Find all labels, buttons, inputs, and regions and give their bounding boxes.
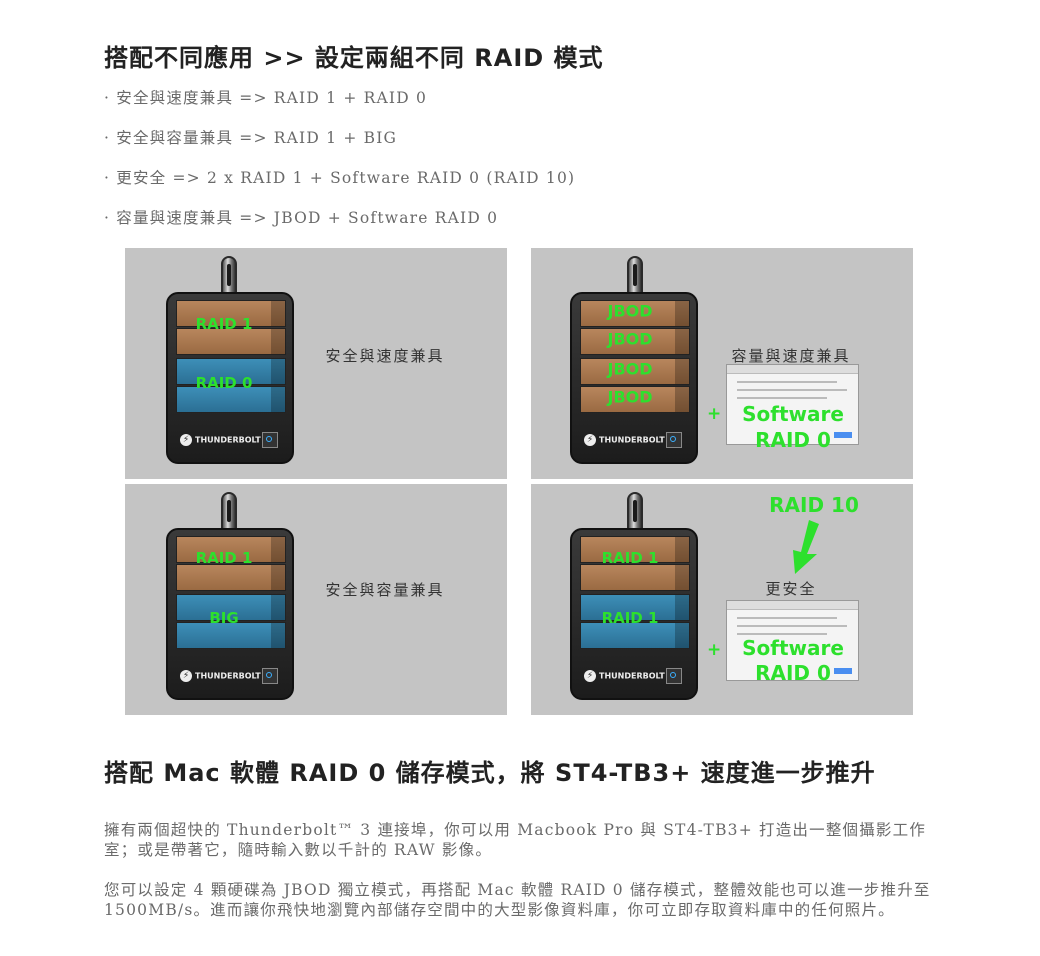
raid-label: RAID 1 [195,315,253,333]
software-label: Software [742,402,844,426]
jbod-label: JBOD [607,387,653,407]
paragraph-thunderbolt: 擁有兩個超快的 Thunderbolt™ 3 連接埠，你可以用 Macbook … [104,821,927,859]
bullet-capacity-safety: · 安全與容量兼具 => RAID 1 + BIG [104,129,398,147]
drive-bay [176,536,286,563]
power-icon [666,432,682,448]
software-label: Software [742,636,844,660]
brand-label: THUNDERBOLT [195,671,261,681]
brand-label: THUNDERBOLT [599,671,665,681]
raid-label: RAID 1 [601,609,659,627]
thunderbolt-logo: ⚡THUNDERBOLT [180,670,261,682]
bolt-icon: ⚡ [584,434,596,446]
drive-bay [580,328,690,355]
panel-caption: 安全與速度兼具 [325,347,445,365]
section-heading-raid-modes: 搭配不同應用 >> 設定兩組不同 RAID 模式 [104,44,604,72]
panel-caption: 安全與容量兼具 [325,581,445,599]
raid-label: RAID 0 [755,428,831,452]
brand-label: THUNDERBOLT [195,435,261,445]
bolt-icon: ⚡ [180,434,192,446]
power-icon [262,432,278,448]
raid-label: RAID 0 [195,374,253,392]
power-icon [666,668,682,684]
drive-bay [176,358,286,385]
drive-bay [176,594,286,621]
drive-bay [176,564,286,591]
raid-panel-speed-safety: ⚡THUNDERBOLT RAID 1 RAID 0 安全與速度兼具 [125,248,507,479]
panel-caption: 更安全 [765,580,817,598]
power-icon [262,668,278,684]
bullet-capacity-speed: · 容量與速度兼具 => JBOD + Software RAID 0 [104,209,499,227]
brand-label: THUNDERBOLT [599,435,665,445]
down-arrow-icon [793,520,819,574]
drive-bay [176,328,286,355]
drive-bay [580,564,690,591]
drive-bay [580,300,690,327]
drive-bay [580,622,690,649]
device-handle [627,492,643,534]
bolt-icon: ⚡ [180,670,192,682]
device-handle [221,492,237,534]
plus-sign: + [707,640,722,660]
storage-device: ⚡THUNDERBOLT [570,528,698,700]
thunderbolt-logo: ⚡THUNDERBOLT [180,434,261,446]
storage-device: ⚡THUNDERBOLT [166,528,294,700]
disk-utility-dialog [726,600,859,681]
thunderbolt-logo: ⚡THUNDERBOLT [584,670,665,682]
raid-label: RAID 0 [755,661,831,685]
drive-bay [176,300,286,327]
raid-label: RAID 1 [601,549,659,567]
raid-panel-capacity-speed: ⚡THUNDERBOLT JBOD JBOD JBOD JBOD 容量與速度兼具… [531,248,913,479]
bullet-speed-safety: · 安全與速度兼具 => RAID 1 + RAID 0 [104,89,428,107]
bullet-more-safe: · 更安全 => 2 x RAID 1 + Software RAID 0 (R… [104,169,576,187]
drive-bay [580,536,690,563]
jbod-label: JBOD [607,329,653,349]
raid-label: RAID 1 [195,549,253,567]
thunderbolt-logo: ⚡THUNDERBOLT [584,434,665,446]
raid-panel-more-safe: ⚡THUNDERBOLT RAID 1 RAID 1 RAID 10 更安全 +… [531,484,913,715]
drive-bay [176,622,286,649]
storage-device: ⚡THUNDERBOLT [570,292,698,464]
panel-caption: 容量與速度兼具 [731,347,851,365]
big-label: BIG [209,609,239,627]
jbod-label: JBOD [607,359,653,379]
storage-device: ⚡THUNDERBOLT [166,292,294,464]
raid-10-label: RAID 10 [769,493,859,517]
drive-bay [176,386,286,413]
drive-bay [580,358,690,385]
raid-panel-capacity-safety: ⚡THUNDERBOLT RAID 1 BIG 安全與容量兼具 [125,484,507,715]
disk-utility-dialog [726,364,859,445]
jbod-label: JBOD [607,301,653,321]
paragraph-jbod-speed: 您可以設定 4 顆硬碟為 JBOD 獨立模式，再搭配 Mac 軟體 RAID 0… [104,881,931,919]
plus-sign: + [707,404,722,424]
drive-bay [580,386,690,413]
section-heading-mac-raid: 搭配 Mac 軟體 RAID 0 儲存模式，將 ST4-TB3+ 速度進一步推升 [104,759,876,787]
bolt-icon: ⚡ [584,670,596,682]
drive-bay [580,594,690,621]
